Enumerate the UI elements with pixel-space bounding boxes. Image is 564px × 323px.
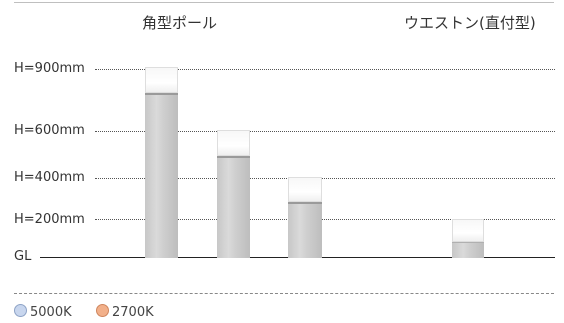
square-pole-900 bbox=[145, 67, 178, 258]
height-guide-900 bbox=[95, 69, 555, 70]
pole-lamp-head bbox=[217, 130, 250, 156]
weston-lamp-head bbox=[452, 219, 484, 242]
square-pole-600 bbox=[217, 130, 250, 258]
height-guide-200 bbox=[95, 219, 555, 220]
pole-shaft bbox=[217, 158, 250, 258]
height-label-900: H=900mm bbox=[14, 61, 85, 76]
ground-level-label: GL bbox=[14, 249, 32, 264]
pole-shaft bbox=[288, 204, 322, 258]
height-label-600: H=600mm bbox=[14, 123, 85, 138]
warm-white-swatch-icon bbox=[96, 304, 109, 317]
top-rule bbox=[14, 2, 554, 3]
weston-base bbox=[452, 243, 484, 258]
legend-item-2700k: 2700K bbox=[96, 304, 154, 321]
legend-label-5000k: 5000K bbox=[30, 305, 72, 320]
pole-lamp-head bbox=[145, 67, 178, 93]
pole-shaft bbox=[145, 95, 178, 258]
square-pole-400 bbox=[288, 177, 322, 258]
height-label-200: H=200mm bbox=[14, 212, 85, 227]
cool-white-swatch-icon bbox=[14, 304, 27, 317]
height-guide-400 bbox=[95, 178, 555, 179]
pole-lamp-head bbox=[288, 177, 322, 202]
weston-heading: ウエストン(直付型) bbox=[404, 14, 536, 32]
legend-item-5000k: 5000K bbox=[14, 304, 72, 321]
square-pole-heading: 角型ポール bbox=[142, 14, 218, 32]
legend-divider bbox=[14, 293, 554, 294]
legend-label-2700k: 2700K bbox=[112, 305, 154, 320]
weston-fixture bbox=[452, 219, 484, 258]
height-guide-600 bbox=[95, 131, 555, 132]
height-label-400: H=400mm bbox=[14, 170, 85, 185]
